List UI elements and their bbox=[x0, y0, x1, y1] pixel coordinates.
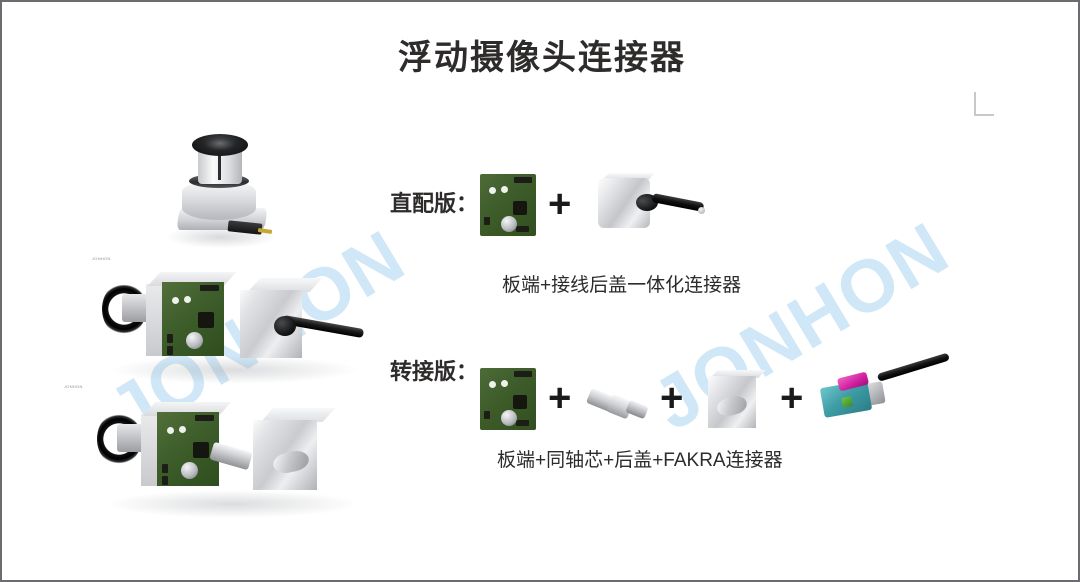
pcb-pad bbox=[162, 476, 168, 485]
render-camera-module-exploded-direct bbox=[102, 264, 365, 384]
pcb-coax-jack bbox=[501, 410, 517, 426]
pcb-dot bbox=[501, 186, 508, 193]
render-floating-camera-connector bbox=[162, 130, 282, 260]
caption-direct: 板端+接线后盖一体化连接器 bbox=[502, 275, 742, 296]
pcb-dot bbox=[167, 427, 174, 434]
pcb-pad bbox=[195, 415, 214, 421]
pcb-pad bbox=[484, 411, 490, 419]
pcb-coax-jack bbox=[501, 216, 517, 232]
pcb-pad bbox=[167, 346, 173, 355]
render-camera-module-exploded-adapter bbox=[97, 390, 362, 520]
pcb-chip bbox=[513, 201, 527, 215]
pcb-pad bbox=[200, 285, 219, 291]
pcb-dot bbox=[489, 187, 496, 194]
page-title: 浮动摄像头连接器 bbox=[398, 39, 686, 77]
pcb-pad bbox=[514, 371, 532, 377]
part-fakra-connector bbox=[819, 352, 952, 422]
pcb-board bbox=[157, 412, 219, 486]
top-cap-ring bbox=[206, 139, 234, 150]
pcb-coax-jack bbox=[186, 332, 203, 349]
pcb-pad bbox=[516, 420, 529, 426]
housing-side bbox=[141, 414, 157, 486]
part-back-cover bbox=[702, 368, 768, 430]
part-coax-core bbox=[585, 383, 650, 420]
cable-tip bbox=[698, 207, 705, 214]
pcb-pad bbox=[162, 464, 168, 473]
corner-bracket-mark bbox=[974, 92, 994, 116]
housing-side bbox=[146, 284, 162, 356]
operator-plus: + bbox=[660, 376, 684, 420]
pcb-board bbox=[162, 282, 224, 356]
caption-adapter: 板端+同轴芯+后盖+FAKRA连接器 bbox=[497, 450, 783, 471]
pcb-pad bbox=[167, 334, 173, 343]
fakra-latch-window bbox=[841, 396, 853, 408]
pcb-dot bbox=[172, 297, 179, 304]
pcb-dot bbox=[489, 381, 496, 388]
fakra-cable bbox=[876, 352, 950, 382]
pcb-pad bbox=[484, 217, 490, 225]
operator-plus: + bbox=[548, 376, 572, 420]
operator-plus: + bbox=[548, 182, 572, 226]
part-code-upper: JONHON bbox=[92, 256, 111, 261]
pcb-chip bbox=[513, 395, 527, 409]
pcb-chip bbox=[198, 312, 214, 328]
row-label-adapter: 转接版： bbox=[390, 359, 479, 384]
shadow bbox=[105, 490, 360, 518]
pcb-dot bbox=[184, 296, 191, 303]
coax-segment bbox=[625, 399, 649, 420]
part-pcb-board-direct bbox=[480, 174, 536, 236]
row-label-direct: 直配版： bbox=[390, 191, 479, 216]
pcb-dot bbox=[501, 380, 508, 387]
cable-grommet bbox=[274, 316, 296, 336]
operator-plus: + bbox=[780, 376, 804, 420]
part-pcb-board-adapter bbox=[480, 368, 536, 430]
barrel-slot bbox=[218, 150, 221, 180]
pcb-dot bbox=[179, 426, 186, 433]
part-integrated-connector bbox=[594, 172, 705, 234]
pcb-chip bbox=[193, 442, 209, 458]
part-code-lower: JONHON bbox=[64, 384, 83, 389]
pcb-pad bbox=[514, 177, 532, 183]
pcb-coax-jack bbox=[181, 462, 198, 479]
pcb-pad bbox=[516, 226, 529, 232]
shadow bbox=[110, 356, 360, 384]
connector-cable bbox=[651, 193, 705, 212]
